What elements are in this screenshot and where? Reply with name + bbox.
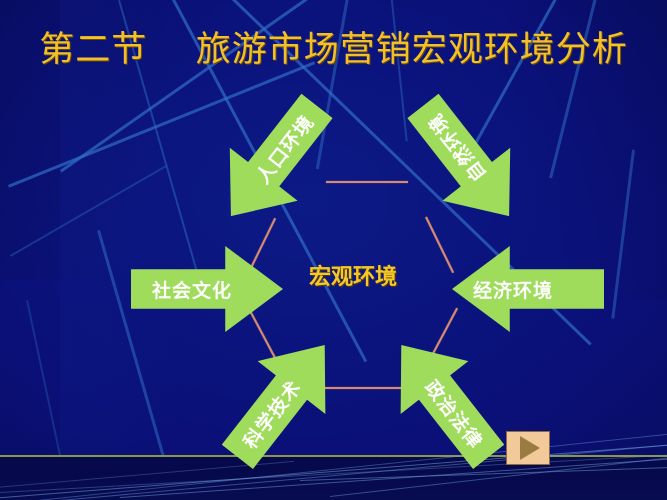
- center-label: 宏观环境: [308, 265, 397, 290]
- arrow-label: 经济环境: [472, 279, 553, 302]
- play-triangle-icon: [520, 436, 540, 460]
- arrow-population[interactable]: 人口环境: [197, 79, 351, 242]
- background-hairline: [120, 457, 667, 498]
- background-hairline: [0, 454, 667, 493]
- background-hairline: [330, 456, 667, 497]
- arrow-technology[interactable]: 科学技术: [203, 319, 358, 484]
- background-streak: [611, 149, 635, 319]
- background-lower-band: [0, 457, 667, 500]
- background-hairline: [0, 431, 667, 500]
- background-hairline: [300, 466, 667, 481]
- arrow-political-legal[interactable]: 政治法律: [367, 319, 522, 484]
- play-button[interactable]: [506, 431, 550, 465]
- page-title: 第二节 旅游市场营销宏观环境分析: [39, 30, 628, 70]
- arrow-natural[interactable]: 自然环境: [389, 79, 543, 242]
- arrow-economic[interactable]: 经济环境: [452, 246, 604, 332]
- background-baseline: [0, 455, 667, 457]
- arrow-label: 社会文化: [151, 279, 232, 302]
- background-hairline: [60, 441, 667, 500]
- connector-bottom: [320, 387, 402, 389]
- background-streak: [26, 300, 64, 467]
- connector-upper-right: [425, 216, 455, 274]
- background-streak: [10, 165, 167, 257]
- connector-top: [326, 181, 408, 183]
- arrow-social-culture[interactable]: 社会文化: [131, 246, 283, 332]
- background-streak: [549, 0, 598, 179]
- background-hairline: [0, 443, 667, 499]
